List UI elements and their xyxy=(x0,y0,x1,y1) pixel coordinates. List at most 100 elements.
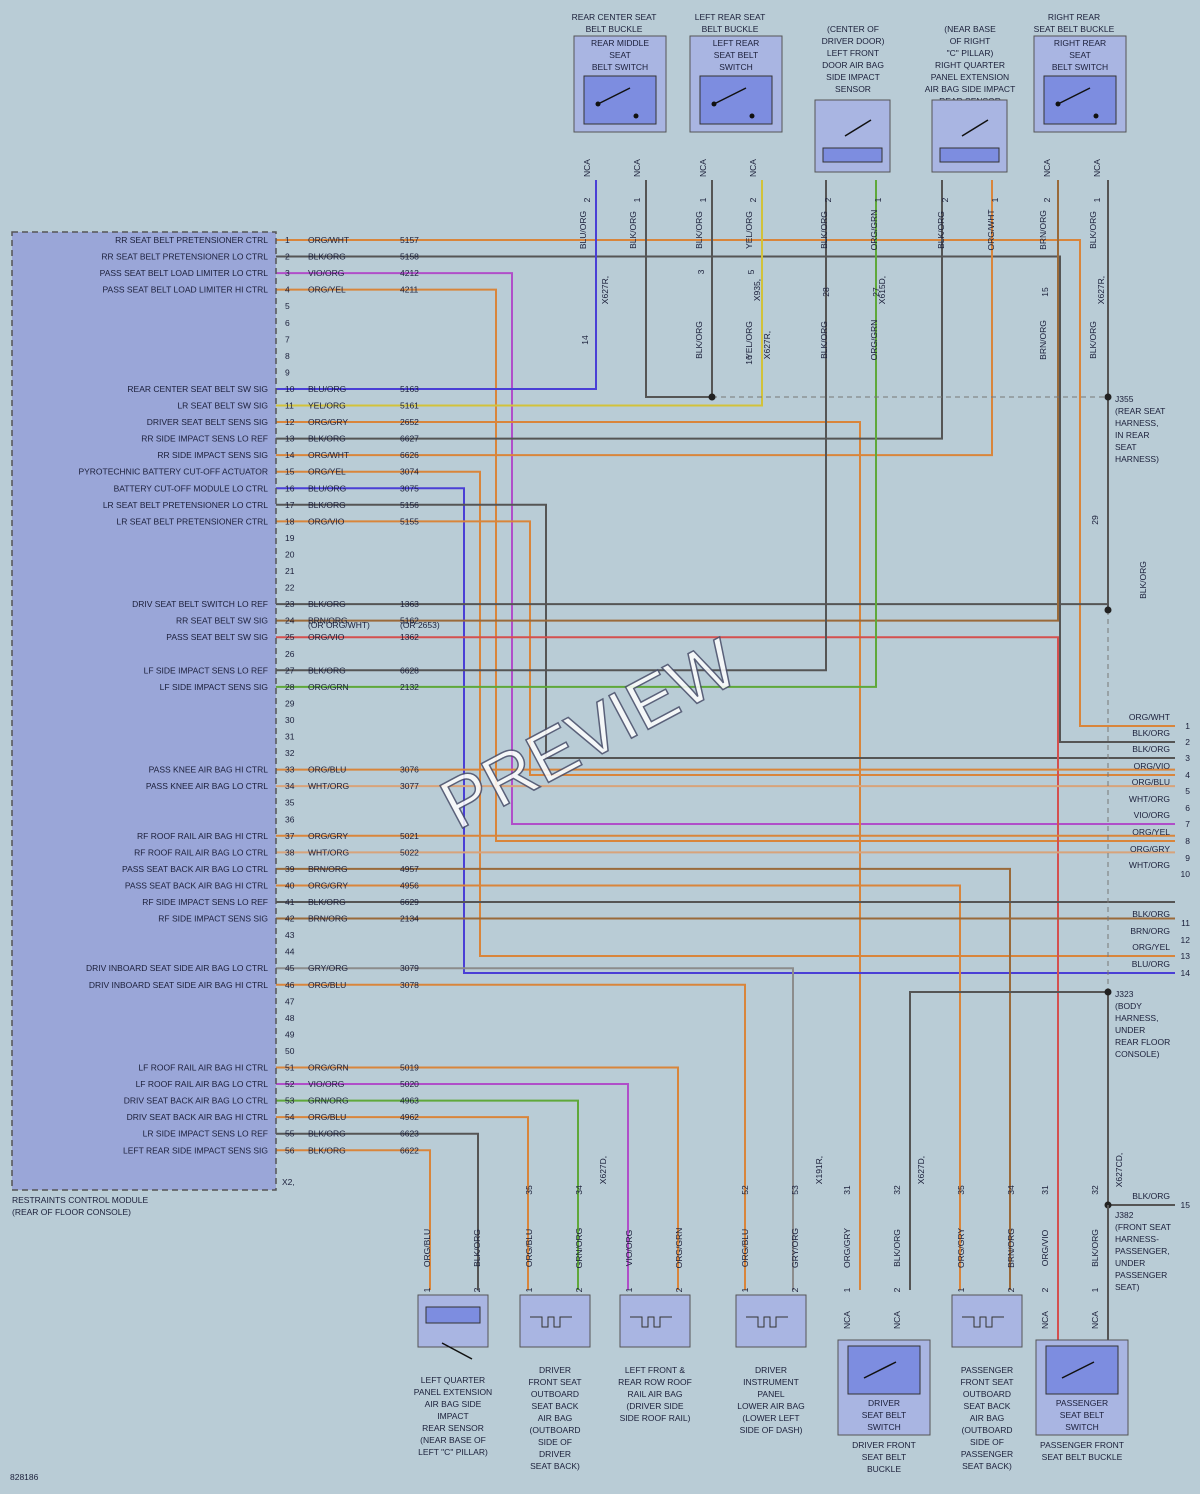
circuit-number: 3076 xyxy=(400,765,419,775)
wire-code: ORG/BLU xyxy=(308,765,346,775)
wire-code: ORG/BLU xyxy=(740,1229,750,1267)
component-name: BELT SWITCH xyxy=(1052,62,1108,72)
wire-pin15 xyxy=(276,470,1175,957)
pin-number: 4 xyxy=(285,285,290,295)
circuit-number: 5162 xyxy=(400,616,419,626)
circuit-number: 4212 xyxy=(400,268,419,278)
circuit-number: 6626 xyxy=(400,450,419,460)
wire-pin54 xyxy=(276,1116,529,1290)
pin-label: RR SIDE IMPACT SENS SIG xyxy=(157,450,268,460)
pin-number: 44 xyxy=(285,947,295,957)
pin-number: 20 xyxy=(285,549,295,559)
pin-label: LR SIDE IMPACT SENS LO REF xyxy=(143,1129,268,1139)
wire-code: ORG/YEL xyxy=(308,285,346,295)
wire-pin51 xyxy=(276,1066,679,1290)
pin-label: PASS KNEE AIR BAG HI CTRL xyxy=(149,765,269,775)
wire-code: VIO/ORG xyxy=(308,268,344,278)
component-name: LOWER AIR BAG xyxy=(737,1401,805,1411)
wire-code: GRY/ORG xyxy=(790,1228,800,1268)
wire-pin11 xyxy=(276,180,763,407)
component-name: SWITCH xyxy=(1065,1422,1099,1432)
switch-lever xyxy=(1061,1361,1095,1379)
output-wire-code: ORG/BLU xyxy=(1132,777,1170,787)
splice-desc: HARNESS, xyxy=(1115,1013,1158,1023)
connector-pin: 28 xyxy=(821,287,831,297)
pin-number: 29 xyxy=(285,698,295,708)
pin-number: 56 xyxy=(285,1145,295,1155)
pin-number: 53 xyxy=(285,1096,295,1106)
pin-number: 2 xyxy=(892,1287,902,1292)
connector-id: X627CD, xyxy=(1114,1153,1124,1188)
connector-id: X627R, xyxy=(762,331,772,359)
pin-label: LR SEAT BELT PRETENSIONER CTRL xyxy=(117,516,269,526)
component-name: RAIL AIR BAG xyxy=(628,1389,683,1399)
component-location: BELT BUCKLE xyxy=(586,24,643,34)
circuit-number: 6629 xyxy=(400,897,419,907)
component-name: SEAT BACK xyxy=(964,1401,1011,1411)
pin-number: 1 xyxy=(632,197,642,202)
circuit-number: 5020 xyxy=(400,1079,419,1089)
component-name: (OUTBOARD xyxy=(530,1425,581,1435)
splice-desc: SEAT xyxy=(1115,442,1137,452)
component-name: SIDE OF DASH) xyxy=(740,1425,803,1435)
wire-code: BLU/ORG xyxy=(308,384,346,394)
wire-code: BLK/ORG xyxy=(308,665,346,675)
switch-icon xyxy=(847,1345,921,1395)
connector-pin: 5 xyxy=(746,269,756,274)
circuit-number: 3074 xyxy=(400,467,419,477)
output-wire-code: BLK/ORG xyxy=(1132,744,1170,754)
component-body xyxy=(735,1294,807,1348)
circuit-number: 3077 xyxy=(400,781,419,791)
pin-number: 47 xyxy=(285,996,295,1006)
pin-number: 34 xyxy=(285,781,295,791)
pin-number: 2 xyxy=(1006,1287,1016,1292)
switch-lever xyxy=(863,1361,897,1379)
pin-number: 2 xyxy=(574,1287,584,1292)
wire-code: YEL/ORG xyxy=(744,321,754,359)
module-location: (REAR OF FLOOR CONSOLE) xyxy=(12,1207,131,1217)
wire-code: BRN/ORG xyxy=(1006,1228,1016,1268)
wire-code: BRN/ORG xyxy=(308,864,348,874)
pin-number: 1 xyxy=(285,235,290,245)
pin-number: 26 xyxy=(285,649,295,659)
component-name: AIR BAG xyxy=(538,1413,572,1423)
wire-code: BLK/ORG xyxy=(694,211,704,249)
pin-number: 39 xyxy=(285,864,295,874)
wire-pin1 xyxy=(276,239,1175,727)
circuit-number-alt: (OR 2653) xyxy=(400,620,440,630)
pin-label: RF ROOF RAIL AIR BAG HI CTRL xyxy=(137,831,268,841)
component-location: BUCKLE xyxy=(867,1464,901,1474)
pin-label: PASS SEAT BELT SW SIG xyxy=(166,632,268,642)
pin-number: 6 xyxy=(285,318,290,328)
pin-label: PASS SEAT BELT LOAD LIMITER LO CTRL xyxy=(100,268,269,278)
component-name: SEAT BACK) xyxy=(962,1461,1012,1471)
component-location: RIGHT REAR xyxy=(1048,12,1100,22)
connector-id: X627D, xyxy=(916,1156,926,1184)
wire-code: BLK/ORG xyxy=(694,321,704,359)
wire-code: BLK/ORG xyxy=(1088,321,1098,359)
diagram-id: 828186 xyxy=(10,1472,39,1482)
pin-label: LF ROOF RAIL AIR BAG LO CTRL xyxy=(136,1079,269,1089)
circuit-number: 5157 xyxy=(400,235,419,245)
circuit-number: 6623 xyxy=(400,1129,419,1139)
wire-code: ORG/GRY xyxy=(308,831,348,841)
circuit-number: 5021 xyxy=(400,831,419,841)
circuit-number: 6627 xyxy=(400,434,419,444)
pin-number: 1 xyxy=(842,1287,852,1292)
wire-code: ORG/GRN xyxy=(308,682,349,692)
switch-icon xyxy=(699,75,773,125)
pin-number: 2 xyxy=(674,1287,684,1292)
module-body xyxy=(11,231,277,1191)
component-name: AIR BAG xyxy=(970,1413,1004,1423)
component-name: PASSENGER xyxy=(961,1365,1013,1375)
pin-number: 2 xyxy=(285,252,290,262)
wire-pin56 xyxy=(276,1149,431,1290)
wire-pin10 xyxy=(276,180,597,390)
pin-label: LEFT REAR SIDE IMPACT SENS SIG xyxy=(123,1145,268,1155)
pin-label: PASS SEAT BACK AIR BAG HI CTRL xyxy=(125,880,268,890)
module-name: RESTRAINTS CONTROL MODULE xyxy=(12,1195,149,1205)
